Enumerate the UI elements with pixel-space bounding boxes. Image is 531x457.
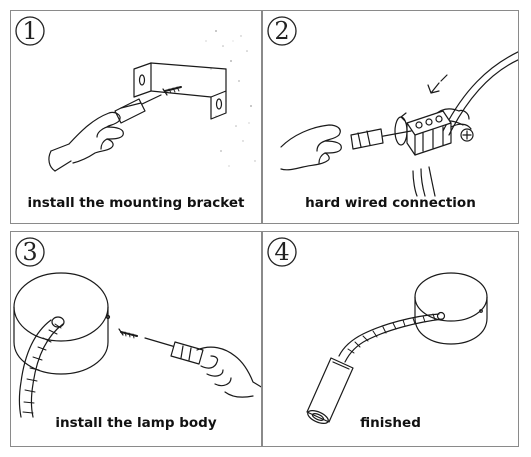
bracket-icon: [134, 63, 226, 119]
step-4-number: 4: [266, 236, 298, 268]
step-1-number: 1: [14, 15, 46, 47]
step-2-caption: hard wired connection: [263, 195, 518, 211]
lamp-base-icon: [415, 273, 487, 344]
step-1-panel: 1 install the mounting bracket: [10, 10, 262, 224]
arrow-shaft: [441, 75, 447, 81]
step-2-panel: 2 hard wired connection: [262, 10, 519, 224]
step-3-caption: install the lamp body: [11, 415, 261, 431]
step-1-illustration: [11, 11, 262, 224]
hand-screwdriver-icon: [49, 95, 161, 171]
step-2-number: 2: [266, 15, 298, 47]
wall-texture: [205, 30, 255, 167]
hand-screwdriver-icon: [145, 338, 262, 397]
cover-clip-icon: [451, 124, 473, 141]
step-3-panel: 3 install the lamp body: [10, 231, 262, 447]
step-3-number: 3: [14, 236, 46, 268]
hand-screwdriver-icon: [281, 125, 411, 170]
down-arrow-icon: [428, 83, 439, 93]
step-2-illustration: [263, 11, 519, 224]
step-4-caption: finished: [263, 415, 518, 431]
terminal-block-icon: [407, 111, 451, 155]
step-4-panel: 4 finished: [262, 231, 519, 447]
step-1-caption: install the mounting bracket: [11, 195, 261, 211]
rotation-arrow-icon: [395, 113, 407, 145]
screw-icon: [119, 329, 137, 338]
lamp-base-icon: [14, 273, 110, 374]
